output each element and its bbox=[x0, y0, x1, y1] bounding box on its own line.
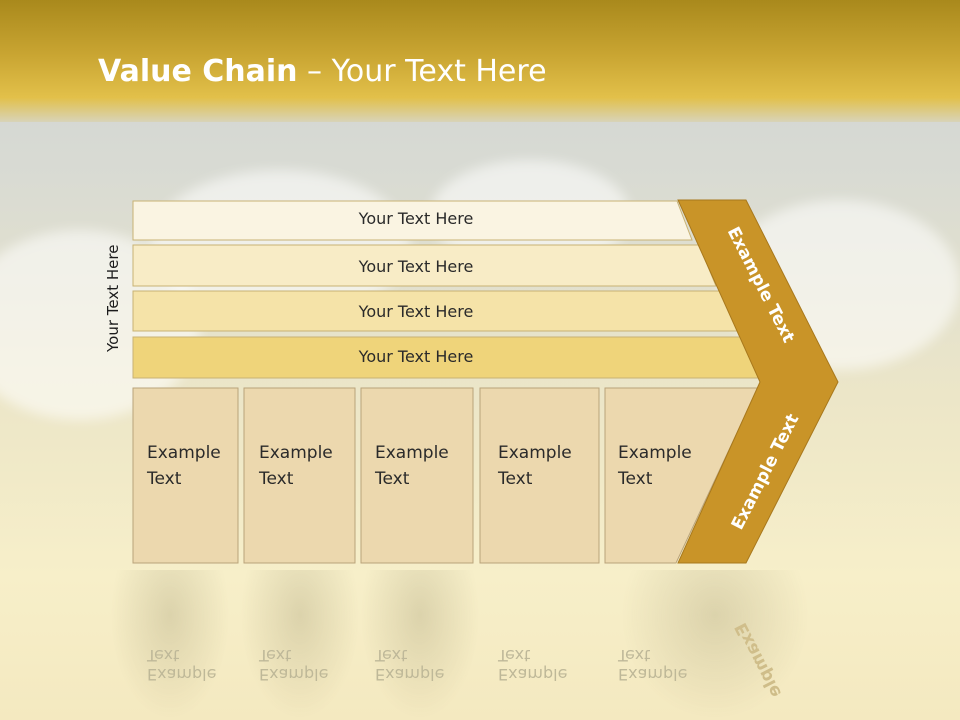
row-label-2: Your Text Here bbox=[358, 257, 474, 276]
title-rest: – Your Text Here bbox=[297, 54, 547, 89]
card-3-line1: Example bbox=[375, 443, 449, 463]
card-4-bg bbox=[479, 387, 600, 564]
card-4-text: Example Text bbox=[498, 440, 572, 492]
card-4-line2: Text bbox=[498, 469, 533, 489]
card-3-bg bbox=[360, 387, 474, 564]
card-4-line1: Example bbox=[498, 443, 572, 463]
card-5-bg bbox=[604, 387, 759, 564]
card-5-line2: Text bbox=[618, 469, 653, 489]
card-2-text: Example Text bbox=[259, 440, 333, 492]
row-band-2 bbox=[132, 244, 717, 287]
card-2-line1: Example bbox=[259, 443, 333, 463]
card-1-text: Example Text bbox=[147, 440, 221, 492]
card-2-bg bbox=[243, 387, 356, 564]
card-3-text: Example Text bbox=[375, 440, 449, 492]
card-3-line2: Text bbox=[375, 469, 410, 489]
card-1-bg bbox=[132, 387, 239, 564]
chevron-arrow bbox=[677, 199, 839, 564]
card-5-line1: Example bbox=[618, 443, 692, 463]
row-label-3: Your Text Here bbox=[358, 302, 474, 321]
title-band bbox=[0, 0, 960, 122]
row-label-4: Your Text Here bbox=[358, 347, 474, 366]
card-2-line2: Text bbox=[259, 469, 294, 489]
row-label-1: Your Text Here bbox=[358, 209, 474, 228]
title-bold: Value Chain bbox=[98, 54, 298, 89]
page-title: Value Chain – Your Text Here bbox=[98, 54, 547, 89]
row-band-1 bbox=[132, 200, 693, 241]
card-5-text: Example Text bbox=[618, 440, 692, 492]
card-1-line1: Example bbox=[147, 443, 221, 463]
card-1-line2: Text bbox=[147, 469, 182, 489]
